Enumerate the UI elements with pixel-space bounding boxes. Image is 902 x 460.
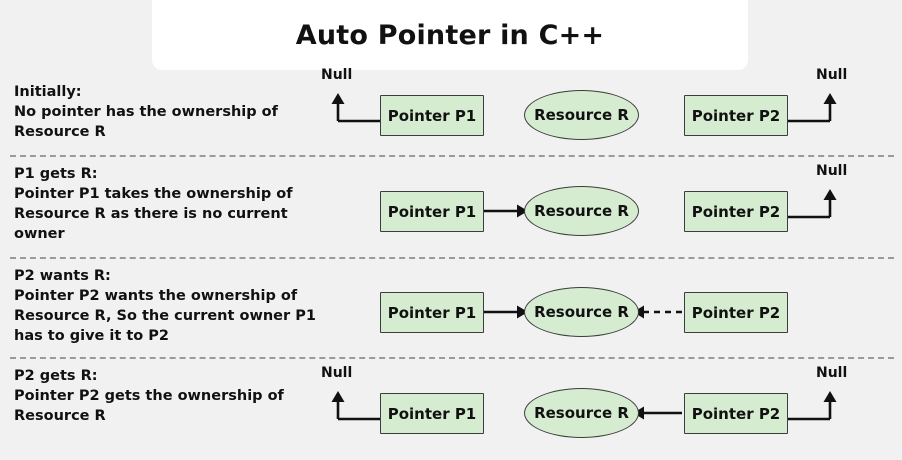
diagram-rows: Initially: No pointer has the ownership o… [0,67,902,460]
arrowhead [823,93,837,104]
row-heading: P2 wants R: [14,268,111,284]
row-diagram-p2-wants-r: Pointer P1 Resource R Pointer P2 [324,258,902,358]
row-separator [10,257,894,259]
node-resource-r[interactable]: Resource R [524,287,639,337]
diagram-row-p1-gets-r: P1 gets R: Pointer P1 takes the ownership… [0,156,902,259]
node-pointer-p2[interactable]: Pointer P2 [684,393,788,434]
null-label-p1: Null [321,67,353,83]
null-label-p2: Null [816,67,848,83]
title-card: Auto Pointer in C++ [152,0,748,70]
diagram-row-initially: Initially: No pointer has the ownership o… [0,67,902,157]
diagram-row-p2-wants-r: P2 wants R: Pointer P2 wants the ownershi… [0,258,902,359]
node-pointer-p1[interactable]: Pointer P1 [380,95,484,136]
row-description-p1-gets-r: P1 gets R: Pointer P1 takes the ownership… [14,164,324,244]
row-separator [10,357,894,359]
row-description-p2-wants-r: P2 wants R: Pointer P2 wants the ownershi… [14,266,324,346]
node-pointer-p2[interactable]: Pointer P2 [684,191,788,232]
null-label-p2: Null [816,365,848,381]
arrowhead [331,391,345,402]
node-resource-r[interactable]: Resource R [524,388,639,438]
node-pointer-p2[interactable]: Pointer P2 [684,95,788,136]
row-body: No pointer has the ownership of Resource… [14,104,278,140]
row-body: Pointer P1 takes the ownership of Resour… [14,186,293,242]
node-pointer-p1[interactable]: Pointer P1 [380,393,484,434]
row-heading: Initially: [14,84,82,100]
row-heading: P2 gets R: [14,368,98,384]
null-label-p2: Null [816,163,848,179]
arrowhead [823,391,837,402]
node-pointer-p2[interactable]: Pointer P2 [684,292,788,333]
arrowhead [331,93,345,104]
arrowhead [823,189,837,200]
null-label-p1: Null [321,365,353,381]
node-resource-r[interactable]: Resource R [524,186,639,236]
row-description-p2-gets-r: P2 gets R: Pointer P2 gets the ownership … [14,366,324,426]
row-heading: P1 gets R: [14,166,98,182]
row-body: Pointer P2 gets the ownership of Resourc… [14,388,284,424]
page-title: Auto Pointer in C++ [295,19,605,51]
row-separator [10,155,894,157]
node-pointer-p1[interactable]: Pointer P1 [380,191,484,232]
node-resource-r[interactable]: Resource R [524,90,639,140]
row-description-initially: Initially: No pointer has the ownership o… [14,82,324,142]
node-pointer-p1[interactable]: Pointer P1 [380,292,484,333]
diagram-row-p2-gets-r: P2 gets R: Pointer P2 gets the ownership … [0,358,902,460]
row-body: Pointer P2 wants the ownership of Resour… [14,288,316,344]
